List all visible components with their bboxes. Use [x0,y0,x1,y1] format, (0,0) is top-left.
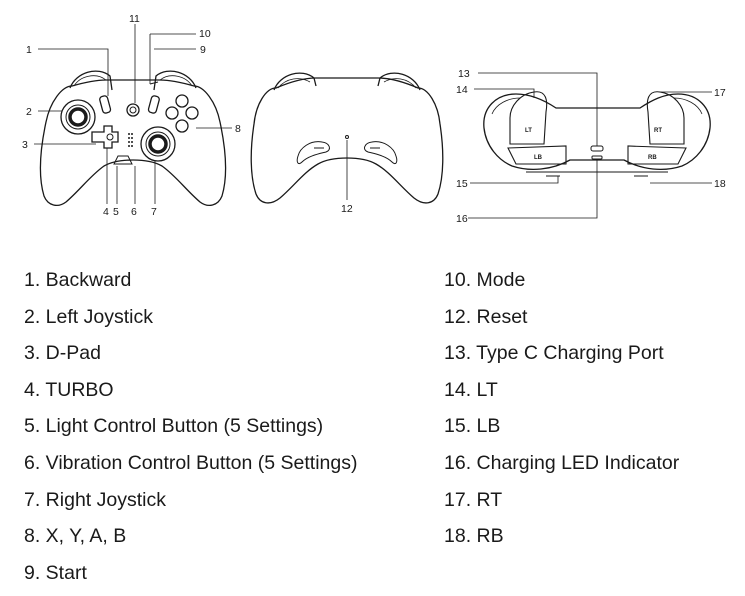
legend-item: 10. Mode [444,269,526,291]
legend-item: 5. Light Control Button (5 Settings) [24,415,324,438]
front-callouts: 1 2 3 4 5 6 7 8 9 10 11 [22,13,241,218]
legend-item: 7. Right Joystick [24,488,166,511]
callout-10: 10 [199,28,211,40]
lt-mark: LT [525,128,532,134]
top-leader-lines [468,72,712,219]
left-grip [296,141,330,165]
lt-trigger [509,91,548,145]
rb-bumper [627,145,687,165]
rt-mark: RT [654,128,662,134]
legend-item: 4. TURBO [24,378,114,401]
legend-item: 15. LB [444,415,501,438]
callout-1: 1 [26,44,32,56]
back-body-outline [250,77,444,204]
legend-item: 14. LT [444,378,498,401]
callout-3: 3 [22,139,28,151]
right-joystick [140,126,176,162]
charging-led [591,155,603,160]
d-pad [91,125,119,149]
callout-17: 17 [714,87,726,99]
callout-12: 12 [341,203,353,215]
backward-button [99,95,112,114]
start-button [147,95,160,114]
rb-mark: RB [648,155,657,161]
callout-5: 5 [113,206,119,218]
type-c-port [590,145,604,152]
center-button-cluster [113,155,133,165]
top-button-marks: LT RT LB RB [525,128,662,161]
legend-item: 9. Start [24,561,87,584]
legend-item: 17. RT [444,488,503,511]
legend-right-column: 10. Mode 12. Reset 13. Type C Charging P… [444,262,679,555]
legend-item: 12. Reset [444,305,528,328]
callout-18: 18 [714,178,726,190]
lb-bumper [507,145,567,165]
home-button [126,103,140,117]
lb-mark: LB [534,155,543,161]
controller-back-view [250,72,444,204]
legend-item: 3. D-Pad [24,342,101,365]
callout-14: 14 [456,84,468,96]
front-leader-lines [34,24,232,204]
callout-6: 6 [131,206,137,218]
right-grip [364,141,398,165]
legend-item: 16. Charging LED Indicator [444,451,680,474]
controller-diagram: 1 2 3 4 5 6 7 8 9 10 11 12 [22,13,726,225]
callout-2: 2 [26,106,32,118]
callout-11: 11 [129,13,140,25]
legend-item: 8. X, Y, A, B [24,525,127,548]
left-joystick [60,99,96,135]
rt-trigger [646,91,685,145]
callout-7: 7 [151,206,157,218]
legend-item: 6. Vibration Control Button (5 Settings) [24,451,358,474]
callout-16: 16 [456,213,468,225]
legend-left-column: 1. Backward 2. Left Joystick 3. D-Pad 4.… [24,262,358,591]
legend-item: 2. Left Joystick [24,305,153,328]
callout-9: 9 [200,44,206,56]
controller-front-view [39,70,227,207]
callout-8: 8 [235,123,241,135]
legend-item: 18. RB [444,525,504,548]
callout-15: 15 [456,178,468,190]
top-callouts: 13 14 15 16 17 18 [456,68,726,225]
legend-item: 13. Type C Charging Port [444,342,664,365]
legend-item: 1. Backward [24,269,132,291]
callout-13: 13 [458,68,470,80]
front-body-outline [39,79,227,207]
face-buttons [165,94,199,133]
reset-hole [345,135,349,139]
callout-4: 4 [103,206,109,218]
